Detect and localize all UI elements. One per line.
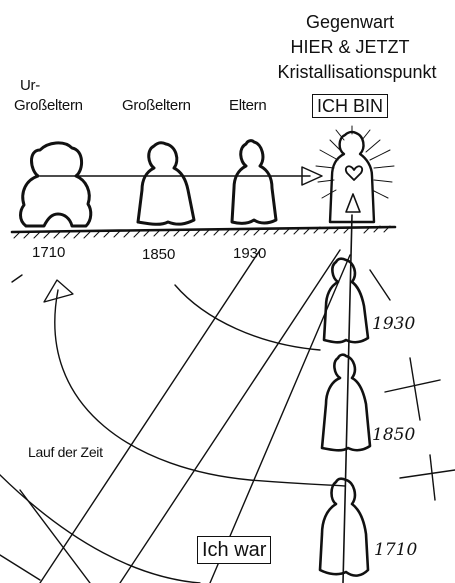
vertical-year-1930: 1930	[372, 314, 415, 334]
ray-line-3	[210, 255, 350, 583]
hatch-1	[385, 380, 440, 392]
radiance-rays	[316, 126, 394, 198]
arc-outer	[0, 470, 200, 583]
heart-icon	[346, 166, 362, 180]
upward-arrow-head	[346, 194, 360, 212]
past-box-ich-war: Ich war	[197, 536, 271, 564]
time-label-lauf-der-zeit: Lauf der Zeit	[28, 444, 103, 460]
header-line-kristallisationspunkt: Kristallisationspunkt	[263, 62, 451, 82]
year-label-1710: 1710	[32, 244, 65, 261]
generation-label-eltern: Eltern	[229, 97, 266, 114]
header-line-gegenwart: Gegenwart	[300, 12, 400, 32]
hatch-2	[410, 358, 420, 420]
hatch-6	[12, 275, 22, 282]
vertical-time-line	[343, 215, 352, 583]
vertical-year-1710: 1710	[374, 540, 417, 560]
hatch-5	[370, 270, 390, 300]
generation-label-grosseltern: Großeltern	[122, 97, 191, 114]
ur-grosseltern-figure	[21, 143, 91, 226]
generation-label-ur-grosseltern: Großeltern	[14, 97, 83, 114]
ray-line-2	[120, 250, 340, 583]
vertical-year-1850: 1850	[372, 425, 415, 445]
generation-label-ur: Ur-	[20, 77, 40, 94]
ray-line-5	[20, 490, 90, 583]
eltern-figure	[232, 141, 276, 224]
ray-line-4	[0, 555, 40, 580]
year-label-1930: 1930	[233, 245, 266, 262]
ray-line-1	[40, 250, 260, 583]
hatch-3	[400, 470, 455, 478]
ground-line	[12, 226, 395, 238]
hatch-4	[430, 455, 435, 500]
year-label-1850: 1850	[142, 246, 175, 263]
header-line-hier-jetzt: HIER & JETZT	[285, 37, 415, 57]
grosseltern-figure	[138, 143, 194, 225]
present-box-ich-bin: ICH BIN	[312, 94, 388, 118]
arc-upper	[175, 285, 320, 350]
